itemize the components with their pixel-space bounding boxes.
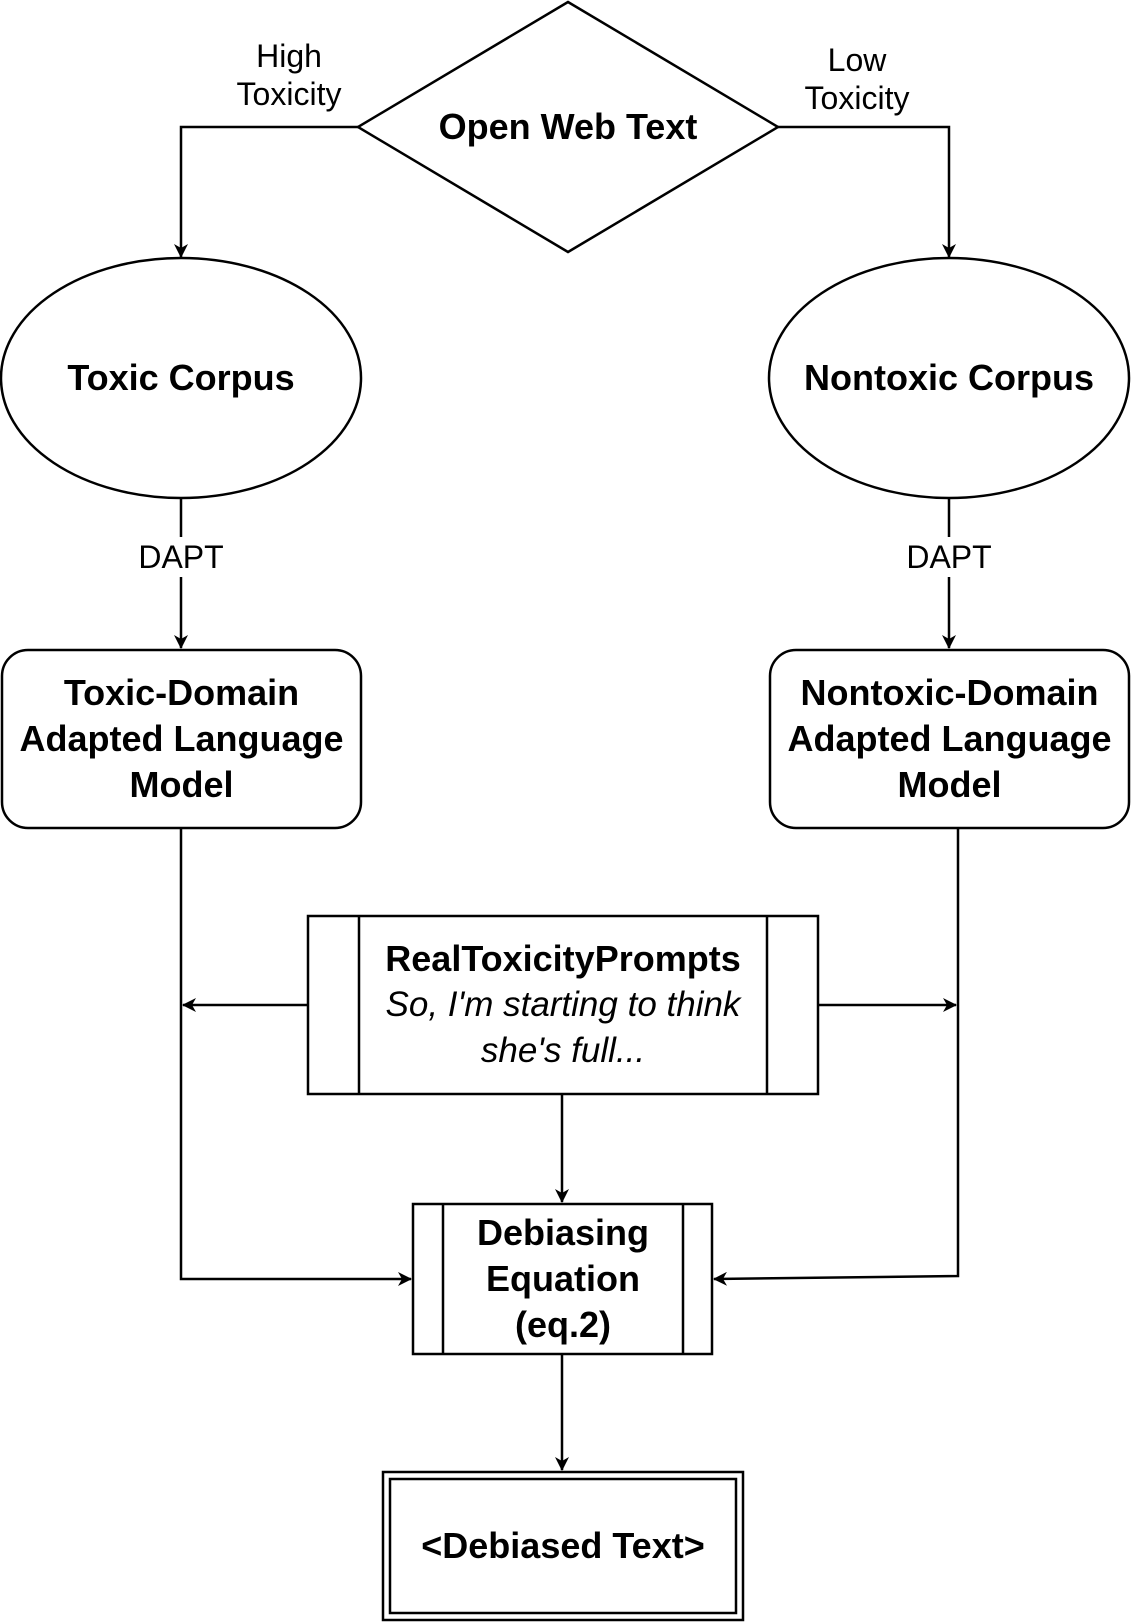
toxic-model-title: Toxic-Domain Adapted Language Model: [19, 672, 344, 805]
nontoxic-model-title: Nontoxic-Domain Adapted Language Model: [787, 672, 1112, 805]
nontoxic-model-node: Nontoxic-Domain Adapted Language Model: [770, 650, 1129, 828]
debias-title: Debiasing Equation (eq.2): [476, 1212, 650, 1345]
toxic-corpus-node: Toxic Corpus: [21, 353, 341, 403]
source-title: Open Web Text: [438, 106, 698, 148]
output-title: <Debiased Text>: [421, 1525, 705, 1567]
dapt-right-text: DAPT: [906, 538, 992, 575]
source-node: Open Web Text: [408, 102, 728, 152]
dapt-right-label: DAPT: [894, 537, 1004, 577]
dapt-left-text: DAPT: [138, 538, 224, 575]
output-box: [381, 1470, 745, 1622]
debias-node: Debiasing Equation (eq.2): [443, 1204, 683, 1354]
edge-low-toxicity: [778, 125, 956, 258]
toxic-model-node: Toxic-Domain Adapted Language Model: [2, 650, 361, 828]
prompt-example: So, I'm starting to think she's full...: [385, 985, 741, 1070]
edge-nontoxic-model-to-debias: [713, 828, 960, 1286]
dapt-left-label: DAPT: [126, 537, 236, 577]
nontoxic-corpus-node: Nontoxic Corpus: [779, 353, 1119, 403]
edge-toxic-model-to-debias: [179, 828, 412, 1286]
high-toxicity-text: High Toxicity: [236, 37, 342, 112]
nontoxic-model-box: [768, 648, 1131, 830]
prompts-node: RealToxicityPrompts So, I'm starting to …: [359, 916, 767, 1094]
output-node: <Debiased Text>: [390, 1479, 736, 1613]
nontoxic-corpus-title: Nontoxic Corpus: [803, 357, 1094, 399]
high-toxicity-label: High Toxicity: [214, 30, 364, 120]
edge-high-toxicity: [174, 125, 358, 258]
toxic-corpus-title: Toxic Corpus: [67, 357, 295, 399]
low-toxicity-label: Low Toxicity: [782, 34, 932, 124]
source-diamond: [355, 0, 781, 254]
prompts-title: RealToxicityPrompts: [385, 938, 741, 979]
low-toxicity-text: Low Toxicity: [804, 41, 910, 116]
